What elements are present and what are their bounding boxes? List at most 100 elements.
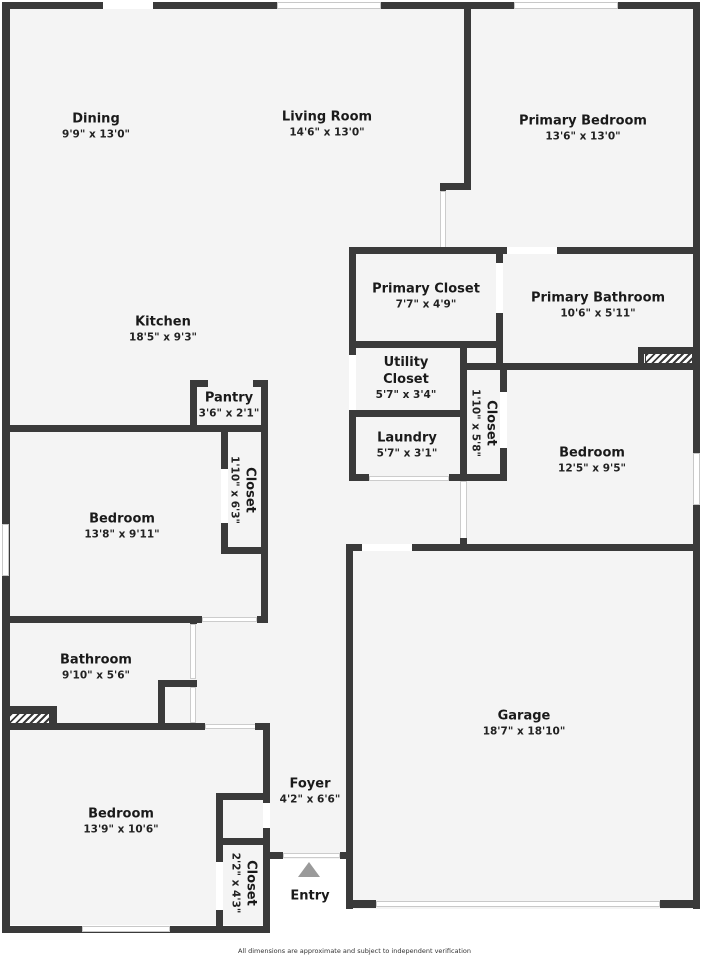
room-name: Garage <box>497 708 551 724</box>
wall-jog-down <box>440 183 446 191</box>
door-closet-sw <box>216 862 223 910</box>
room-dimensions: 9'9" x 13'0" <box>62 128 130 141</box>
wall-garage-bottom-left <box>346 900 376 908</box>
room-dimensions: 9'10" x 5'6" <box>62 669 130 682</box>
room-label-kitchen: Kitchen 18'5" x 9'3" <box>129 314 197 345</box>
room-label-garage: Garage 18'7" x 18'10" <box>483 708 566 739</box>
wall-closet-west-bottom <box>221 547 268 554</box>
window-bedroom-east <box>693 453 700 505</box>
room-label-dining: Dining 9'9" x 13'0" <box>62 111 130 142</box>
wall-bath-nook-side <box>638 347 644 367</box>
room-dimensions: 13'8" x 9'11" <box>84 528 160 541</box>
door-laundry <box>369 476 449 481</box>
room-name: Closet <box>242 467 258 513</box>
room-label-primary-bathroom: Primary Bathroom 10'6" x 5'11" <box>531 290 665 321</box>
wall-living-primary-jog <box>440 183 471 190</box>
room-label-bedroom-southwest: Bedroom 13'9" x 10'6" <box>83 806 158 837</box>
wall-foyer-bottom-left <box>263 852 283 859</box>
room-dimensions: 1'10" x 6'3" <box>228 456 241 524</box>
room-dimensions: 13'9" x 10'6" <box>83 823 159 836</box>
door-primary-bedroom <box>440 191 446 248</box>
room-dimensions: 18'5" x 9'3" <box>129 331 197 344</box>
wall-bath-nook <box>638 347 700 354</box>
door-garage <box>362 544 412 551</box>
door-closet-bath <box>496 263 503 313</box>
door-linen <box>190 687 196 723</box>
room-dimensions: 5'7" x 3'1" <box>376 447 438 460</box>
room-dimensions: 12'5" x 9'5" <box>558 462 626 475</box>
window-utility <box>349 355 356 410</box>
wall-foyer-bottom-right <box>340 852 353 859</box>
room-label-bedroom-west: Bedroom 13'8" x 9'11" <box>84 511 159 542</box>
shower-hatch-primary <box>645 353 693 364</box>
room-name: Dining <box>72 111 120 127</box>
disclaimer: All dimensions are approximate and subje… <box>237 947 472 955</box>
door-entry <box>283 853 340 858</box>
wall-pantry-top-left <box>190 380 208 387</box>
door-bathroom <box>190 624 196 679</box>
wall-left <box>2 2 10 932</box>
room-dimensions: 18'7" x 18'10" <box>482 725 566 738</box>
room-name: Closet <box>243 860 259 906</box>
wall-bedroom-west-bottom-right <box>257 616 268 623</box>
wall-garage-left <box>346 544 353 909</box>
room-dimensions: 4'2" x 6'6" <box>279 793 341 806</box>
window-bedroom-west <box>2 524 9 576</box>
wall-bathroom-right <box>190 616 197 624</box>
wall-bedroom-sw-right <box>263 723 270 933</box>
garage-door <box>376 901 660 907</box>
room-name: Bedroom <box>89 511 155 527</box>
door-closet-west <box>221 469 228 523</box>
entry-arrow-icon <box>298 862 320 877</box>
bottom-margin <box>270 909 709 933</box>
entry-name: Entry <box>290 888 330 904</box>
wall-living-primary <box>464 2 471 190</box>
wall-laundry-bottom-right <box>449 474 507 481</box>
door-center-closet <box>500 392 507 448</box>
top-opening <box>103 1 153 9</box>
room-name: Laundry <box>377 430 437 446</box>
room-label-living-room: Living Room 14'6" x 13'0" <box>282 109 372 140</box>
wall-kitchen-bottom <box>2 425 267 432</box>
window-primary-bedroom <box>514 2 618 9</box>
wall-garage-top <box>346 544 700 551</box>
room-label-utility-closet: Utility Closet 5'7" x 3'4" <box>376 354 437 402</box>
wall-bath-bottom <box>463 363 700 370</box>
wall-laundry-bottom <box>349 474 369 481</box>
room-label-bedroom-east: Bedroom 12'5" x 9'5" <box>558 445 626 476</box>
room-name: Pantry <box>204 390 254 406</box>
room-dimensions: 3'6" x 2'1" <box>198 407 260 420</box>
wall-closet-bottom <box>349 341 503 348</box>
room-label-foyer: Foyer 4'2" x 6'6" <box>280 776 341 807</box>
room-name: Primary Bathroom <box>530 290 666 306</box>
room-label-laundry: Laundry 5'7" x 3'1" <box>377 430 438 461</box>
wall-bath-tub-side <box>50 706 57 729</box>
window-bedroom-sw <box>82 926 170 932</box>
door-primary-bath <box>507 247 557 254</box>
entry-label: Entry <box>290 888 329 905</box>
room-label-primary-bedroom: Primary Bedroom 13'6" x 13'0" <box>519 113 647 144</box>
room-dimensions: 14'6" x 13'0" <box>289 126 365 139</box>
room-label-closet-center: Closet 1'10" x 5'8" <box>469 389 500 457</box>
room-dimensions: 13'6" x 13'0" <box>545 130 621 143</box>
room-name: Primary Bedroom <box>519 113 647 129</box>
door-bedroom-east <box>460 481 467 541</box>
room-label-closet-southwest: Closet 2'2" x 4'3" <box>229 853 260 914</box>
wall-bathroom-bottom-right <box>255 723 270 730</box>
wall-pantry-right <box>261 380 268 620</box>
wall-pantry-left <box>190 380 197 432</box>
room-dimensions: 2'2" x 4'3" <box>229 852 242 914</box>
room-dimensions: 7'7" x 4'9" <box>395 298 457 311</box>
room-name-line2: Closet <box>383 372 429 387</box>
wall-utility-laundry <box>349 410 467 417</box>
room-dimensions: 10'6" x 5'11" <box>560 307 636 320</box>
room-name: Closet <box>483 400 499 446</box>
room-name: Foyer <box>289 776 331 792</box>
room-label-bathroom: Bathroom 9'10" x 5'6" <box>60 652 132 683</box>
room-dimensions: 5'7" x 3'4" <box>375 389 437 401</box>
opening-foyer-nook <box>263 803 270 828</box>
wall-bedroom-east-corner <box>460 538 467 548</box>
room-name: Kitchen <box>135 314 191 330</box>
wall-bedroom-west-bottom <box>2 616 202 623</box>
